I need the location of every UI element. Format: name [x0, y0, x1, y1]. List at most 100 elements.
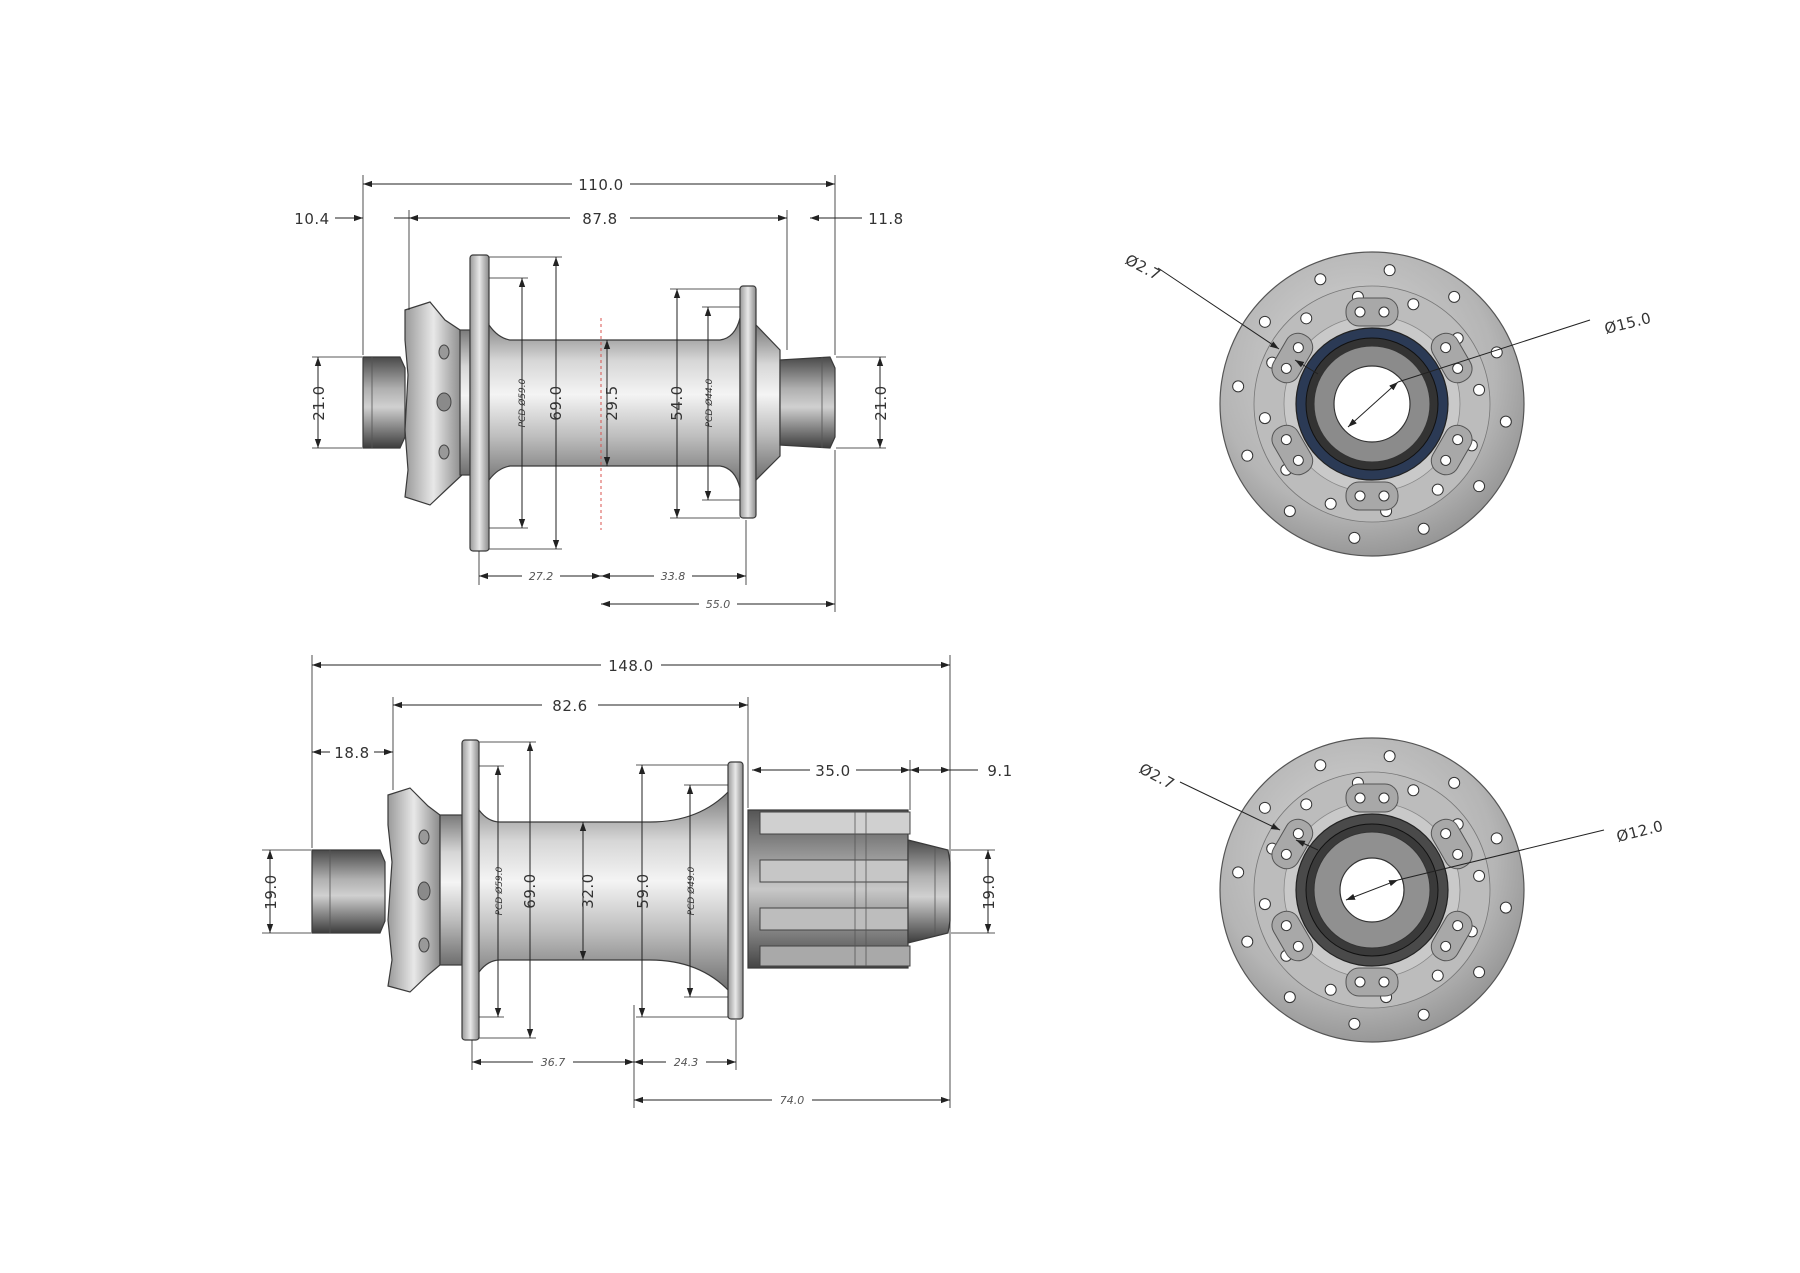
rear-hub-side-view	[311, 739, 951, 1041]
rear-left-flange-dia-label: 69.0	[521, 873, 539, 908]
front-hub-end-view: Ø15.0 Ø2.7	[1122, 251, 1654, 557]
spoke-hole	[1490, 832, 1503, 845]
front-bore-dia-label: Ø15.0	[1603, 309, 1654, 338]
rotor-slot	[1345, 967, 1399, 997]
rear-overall-width-label: 148.0	[608, 657, 653, 675]
rear-bore-dia-label: Ø12.0	[1615, 817, 1666, 846]
front-right-pcd-label: PCD Ø44.0	[704, 378, 715, 427]
front-center-to-end-label: 55.0	[706, 598, 731, 611]
spoke-hole	[1407, 784, 1420, 797]
spoke-hole	[1283, 991, 1296, 1004]
rotor-slot	[1345, 783, 1399, 813]
spoke-hole	[1448, 776, 1461, 789]
rear-left-axle-dia-label: 19.0	[262, 874, 280, 909]
spoke-hole	[1283, 505, 1296, 518]
front-right-axle-end	[779, 356, 836, 449]
front-spoke-holes	[1232, 264, 1512, 544]
rotor-slot	[1345, 297, 1399, 327]
front-left-flange	[469, 254, 490, 552]
rear-center-to-end-label: 74.0	[780, 1094, 805, 1107]
rotor-slot	[1271, 424, 1314, 476]
rear-hole-dia-label: Ø2.7	[1136, 760, 1178, 794]
front-center-to-right-flange-label: 33.8	[661, 570, 686, 583]
spoke-hole	[1431, 969, 1444, 982]
rear-right-axle-end	[907, 839, 951, 944]
spoke-hole	[1383, 264, 1396, 277]
spoke-hole	[1417, 1008, 1430, 1021]
spoke-hole	[1258, 315, 1271, 328]
spoke-hole	[1324, 497, 1337, 510]
spoke-hole	[1232, 380, 1245, 393]
rear-left-pcd-label: PCD Ø59.0	[494, 866, 505, 915]
front-left-axle-end	[362, 356, 406, 449]
rotor-slot	[1430, 332, 1473, 384]
spoke-hole	[1417, 522, 1430, 535]
spoke-hole	[1314, 759, 1327, 772]
spoke-hole	[1473, 966, 1486, 979]
spoke-hole	[1258, 801, 1271, 814]
rotor-slot	[1271, 910, 1314, 962]
rear-center-dia-label: 32.0	[579, 873, 597, 908]
front-right-axle-dia-label: 21.0	[872, 385, 890, 420]
rear-right-offset-label: 9.1	[987, 762, 1012, 780]
front-right-flange-dia-label: 54.0	[668, 385, 686, 420]
front-left-flange-to-center-label: 27.2	[529, 570, 554, 583]
rear-center-to-right-flange-label: 24.3	[674, 1056, 699, 1069]
spoke-hole	[1499, 415, 1512, 428]
spoke-hole	[1383, 750, 1396, 763]
spoke-hole	[1431, 483, 1444, 496]
rear-flange-to-flange-label: 82.6	[552, 697, 587, 715]
spoke-hole	[1324, 983, 1337, 996]
spoke-hole	[1499, 901, 1512, 914]
rear-spoke-holes	[1232, 750, 1512, 1030]
spoke-hole	[1448, 290, 1461, 303]
rear-freehub-body	[747, 809, 911, 969]
front-left-axle-dia-label: 21.0	[310, 385, 328, 420]
front-right-flange	[739, 285, 757, 519]
rotor-slot	[1271, 332, 1314, 384]
rear-hub-end-view: Ø12.0 Ø2.7	[1136, 737, 1666, 1043]
spoke-hole	[1348, 531, 1361, 544]
spoke-hole	[1258, 412, 1271, 425]
spoke-hole	[1300, 312, 1313, 325]
spoke-hole	[1241, 449, 1254, 462]
front-hub-dimensions: 110.0 87.8 10.4 11.8 21.0 21.0 PCD Ø59.0…	[294, 174, 903, 612]
spoke-hole	[1314, 273, 1327, 286]
front-axle-bore	[1333, 365, 1411, 443]
front-rotor-mount	[404, 301, 463, 506]
rear-left-flange-to-center-label: 36.7	[541, 1056, 566, 1069]
rotor-slot	[1430, 910, 1473, 962]
spoke-hole	[1258, 898, 1271, 911]
rotor-slot	[1430, 424, 1473, 476]
front-left-pcd-label: PCD Ø59.0	[517, 378, 528, 427]
rear-right-flange	[727, 761, 744, 1020]
rotor-slot	[1271, 818, 1314, 870]
spoke-hole	[1473, 383, 1486, 396]
spoke-hole	[1348, 1017, 1361, 1030]
front-hub-side-view	[362, 254, 836, 552]
rotor-slot	[1430, 818, 1473, 870]
spoke-hole	[1473, 480, 1486, 493]
front-center-dia-label: 29.5	[603, 385, 621, 420]
rear-freehub-length-label: 35.0	[815, 762, 850, 780]
front-left-offset-label: 10.4	[294, 210, 329, 228]
rear-left-flange	[461, 739, 480, 1041]
spoke-hole	[1300, 798, 1313, 811]
front-left-flange-dia-label: 69.0	[547, 385, 565, 420]
front-flange-to-flange-label: 87.8	[582, 210, 617, 228]
rear-right-axle-dia-label: 19.0	[980, 874, 998, 909]
rear-right-pcd-label: PCD Ø49.0	[686, 866, 697, 915]
front-rotor-slots	[1271, 297, 1473, 511]
rear-rotor-slots	[1271, 783, 1473, 997]
front-right-offset-label: 11.8	[868, 210, 903, 228]
rear-left-offset-label: 18.8	[334, 744, 369, 762]
spoke-hole	[1473, 869, 1486, 882]
spoke-hole	[1232, 866, 1245, 879]
spoke-hole	[1241, 935, 1254, 948]
rotor-slot	[1345, 481, 1399, 511]
rear-rotor-mount	[387, 787, 441, 993]
rear-right-flange-dia-label: 59.0	[634, 873, 652, 908]
front-hole-dia-label: Ø2.7	[1122, 251, 1164, 285]
rear-hub-dimensions: 148.0 82.6 18.8 35.0 9.1 19.0 19.0 PCD Ø…	[262, 655, 1012, 1108]
